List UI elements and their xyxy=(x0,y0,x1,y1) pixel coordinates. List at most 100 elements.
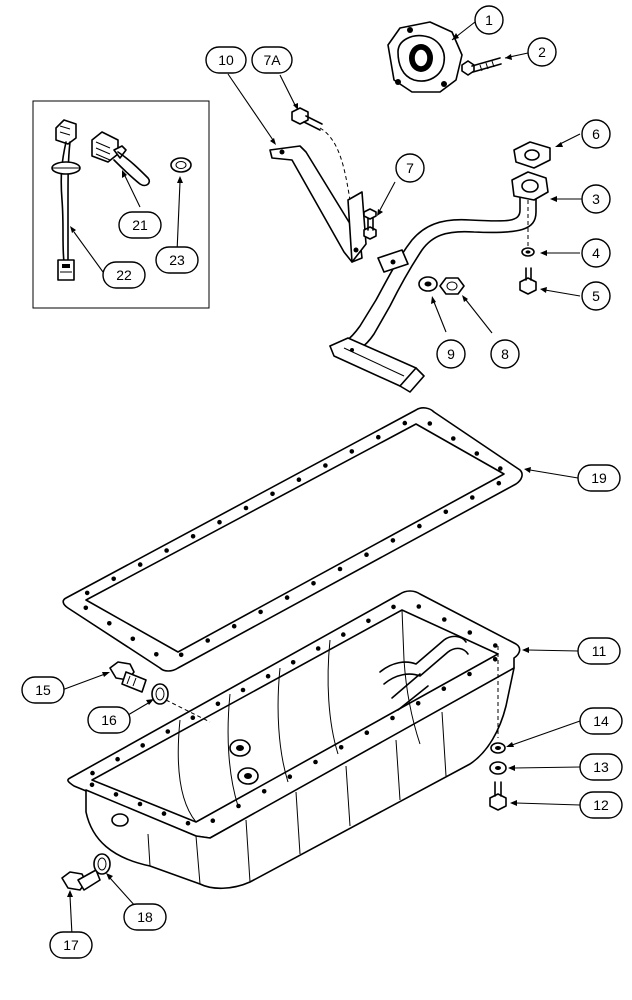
svg-text:19: 19 xyxy=(591,470,607,486)
bolt-hole xyxy=(270,491,275,497)
bolt-hole xyxy=(217,519,222,525)
bolt-hole xyxy=(442,617,447,622)
bolt-hole xyxy=(338,745,344,750)
bolt-hole xyxy=(467,630,473,635)
oil-pump xyxy=(387,21,463,93)
bolt-hole xyxy=(265,673,271,679)
bolt-hole xyxy=(427,421,433,426)
callout-4: 4 xyxy=(581,238,611,268)
suction-tube xyxy=(329,171,549,393)
bolt-hole xyxy=(415,701,421,706)
callout-13: 13 xyxy=(579,753,623,781)
bolt-hole xyxy=(89,782,95,788)
bolt-hole xyxy=(165,729,171,734)
leader-lines xyxy=(61,21,582,936)
bolt-hole xyxy=(313,759,318,765)
oil-pan xyxy=(67,590,521,890)
callout-23: 23 xyxy=(155,246,199,274)
callout-8: 8 xyxy=(490,339,520,369)
bolt-hole xyxy=(190,715,196,720)
svg-text:7A: 7A xyxy=(263,52,281,68)
drain-seal-ring-18 xyxy=(93,853,111,875)
svg-text:14: 14 xyxy=(593,713,609,729)
tube-gasket xyxy=(513,141,551,169)
callout-22: 22 xyxy=(102,261,146,289)
bolt-hole xyxy=(90,770,95,776)
callout-21: 21 xyxy=(118,211,162,239)
bolt-hole xyxy=(493,643,498,648)
callout-2: 2 xyxy=(527,37,557,67)
svg-text:5: 5 xyxy=(592,288,600,304)
callout-18: 18 xyxy=(123,903,167,931)
bolt-hole xyxy=(210,818,216,823)
tube-washer xyxy=(521,247,535,257)
suction-tube-bracket xyxy=(269,145,367,263)
bracket-washer xyxy=(418,276,438,292)
callout-17: 17 xyxy=(49,931,93,959)
bolt-hole xyxy=(416,604,422,609)
svg-text:21: 21 xyxy=(132,217,148,233)
callout-14: 14 xyxy=(579,707,623,735)
bolt-hole xyxy=(390,538,396,543)
bracket-bolt-7 xyxy=(363,208,377,240)
bolt-hole xyxy=(390,715,395,721)
pan-washer-14 xyxy=(490,742,506,754)
bolt-hole xyxy=(130,636,136,642)
sensor-seal-ring xyxy=(170,157,192,173)
svg-text:18: 18 xyxy=(137,909,153,925)
bolt-hole xyxy=(496,480,502,486)
callout-9: 9 xyxy=(436,339,466,369)
callout-19: 19 xyxy=(577,464,621,492)
bolt-hole xyxy=(178,652,184,658)
bolt-hole xyxy=(391,604,396,610)
oil-pan-gasket xyxy=(62,407,523,672)
bolt-hole xyxy=(261,789,267,794)
callout-5: 5 xyxy=(581,281,611,311)
callout-11: 11 xyxy=(577,637,621,665)
bracket-bolt-7a xyxy=(291,107,323,131)
bolt-hole xyxy=(441,686,447,691)
bolt-hole xyxy=(341,632,346,637)
bolt-hole xyxy=(470,495,475,500)
bolt-hole xyxy=(323,463,328,468)
bolt-hole xyxy=(190,534,196,539)
svg-text:4: 4 xyxy=(592,245,600,261)
bolt-hole xyxy=(290,660,296,665)
bolt-hole xyxy=(115,756,120,762)
svg-text:3: 3 xyxy=(592,191,600,207)
svg-text:6: 6 xyxy=(592,126,600,142)
oil-level-sensor-harness xyxy=(51,119,81,281)
bolt-hole xyxy=(349,449,355,454)
pan-bolt-12 xyxy=(489,781,507,811)
svg-text:15: 15 xyxy=(35,682,51,698)
bolt-hole xyxy=(467,671,472,677)
bolt-hole xyxy=(154,652,159,657)
callout-6: 6 xyxy=(581,119,611,149)
bolt-hole xyxy=(366,618,371,624)
bolt-hole xyxy=(315,646,321,651)
gasket-bolt-holes xyxy=(83,420,503,658)
svg-text:13: 13 xyxy=(593,759,609,775)
drain-plug-17 xyxy=(61,869,101,891)
svg-text:7: 7 xyxy=(406,160,414,176)
tube-bolt xyxy=(519,267,537,295)
bolt-hole xyxy=(164,548,169,553)
bolt-hole xyxy=(311,581,316,586)
bolt-hole xyxy=(364,730,370,735)
bolt-hole xyxy=(240,687,246,693)
bolt-hole xyxy=(258,609,263,615)
bolt-hole xyxy=(185,820,191,826)
sensor-inset-box xyxy=(32,100,210,309)
svg-text:10: 10 xyxy=(218,52,234,68)
bolt-hole xyxy=(364,552,369,557)
bolt-hole xyxy=(137,801,143,807)
bolt-hole xyxy=(215,701,221,707)
bolt-hole xyxy=(236,803,241,809)
svg-text:2: 2 xyxy=(538,44,546,60)
bolt-hole xyxy=(474,451,480,456)
bolt-hole xyxy=(83,605,89,611)
bolt-hole xyxy=(84,590,90,596)
pan-seal-ring-16 xyxy=(151,683,169,705)
bolt-hole xyxy=(113,792,119,797)
